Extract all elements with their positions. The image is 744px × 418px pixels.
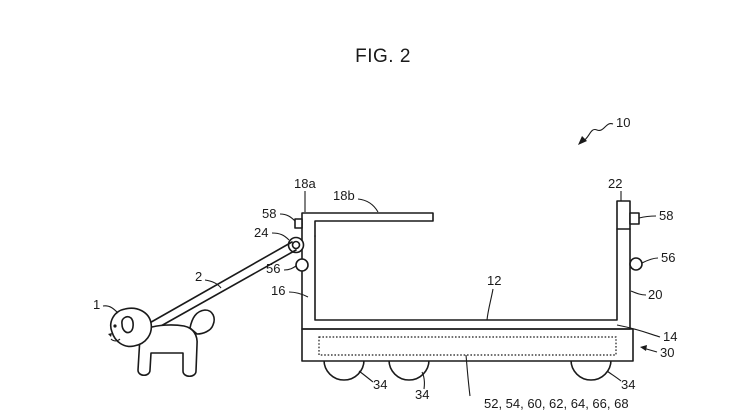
dog-eye: [113, 324, 117, 328]
label-leash: 2: [195, 269, 202, 284]
figure-title: FIG. 2: [355, 46, 411, 67]
leader-floor: [486, 288, 494, 321]
dog-tail: [189, 309, 215, 335]
leader-leash-holder: [271, 232, 290, 241]
rear-post: [616, 200, 631, 230]
label-handle-bar: 18b: [333, 188, 355, 203]
label-left-marker: 56: [266, 261, 280, 276]
leader-front-wall: [288, 291, 309, 298]
label-front-wall: 16: [271, 283, 285, 298]
leader-rear-sensor: [638, 215, 657, 219]
rear-marker: [629, 257, 643, 271]
label-rear-post: 22: [608, 176, 622, 191]
rear-sensor: [629, 212, 640, 225]
label-floor: 12: [487, 273, 501, 288]
handle-sensor-left: [294, 218, 303, 229]
label-leash-holder: 24: [254, 225, 268, 240]
leader-dog: [102, 305, 119, 314]
label-rear-marker: 56: [661, 250, 675, 265]
label-wheel-c: 34: [621, 377, 635, 392]
label-wheel-b: 34: [415, 387, 429, 402]
arrowhead-chassis: [640, 345, 647, 351]
cart-outer-outline: [301, 223, 631, 330]
label-chassis: 30: [660, 345, 674, 360]
label-components: 52, 54, 60, 62, 64, 66, 68: [484, 396, 629, 411]
leader-wheel-c: [606, 370, 622, 382]
leader-wheel-b: [421, 371, 425, 390]
leash-upper-edge: [145, 241, 293, 326]
label-rear-sensor: 58: [659, 208, 673, 223]
cart-inner-outline: [314, 228, 618, 321]
leader-apparatus: [581, 122, 614, 143]
chassis-box: [301, 328, 634, 362]
dog-mouth: [110, 338, 121, 342]
label-handle-upper: 18a: [294, 176, 316, 191]
dog-ear: [121, 316, 134, 334]
leash-holder-inner: [291, 240, 301, 250]
label-apparatus: 10: [616, 115, 630, 130]
leader-left-marker: [283, 265, 297, 271]
label-base-plate: 14: [663, 329, 677, 344]
leash-lower-edge: [151, 249, 297, 332]
label-handle-sensor-left: 58: [262, 206, 276, 221]
leader-handle-bar: [357, 198, 379, 213]
label-wheel-a: 34: [373, 377, 387, 392]
leader-wheel-a: [358, 370, 374, 383]
leader-leash: [204, 279, 222, 289]
leader-rear-marker: [641, 257, 659, 264]
components-region: [318, 336, 617, 356]
dog-nose: [108, 333, 112, 337]
leader-components: [465, 354, 471, 397]
handle-bar: [301, 212, 434, 237]
dog: [108, 307, 215, 378]
label-dog: 1: [93, 297, 100, 312]
leader-rear-wall: [630, 290, 647, 296]
dog-body: [137, 324, 198, 378]
label-rear-wall: 20: [648, 287, 662, 302]
leader-handle-sensor-left: [279, 213, 296, 222]
front-marker: [295, 258, 309, 272]
arrowhead-apparatus: [578, 136, 587, 145]
leader-base-plate: [616, 324, 661, 338]
